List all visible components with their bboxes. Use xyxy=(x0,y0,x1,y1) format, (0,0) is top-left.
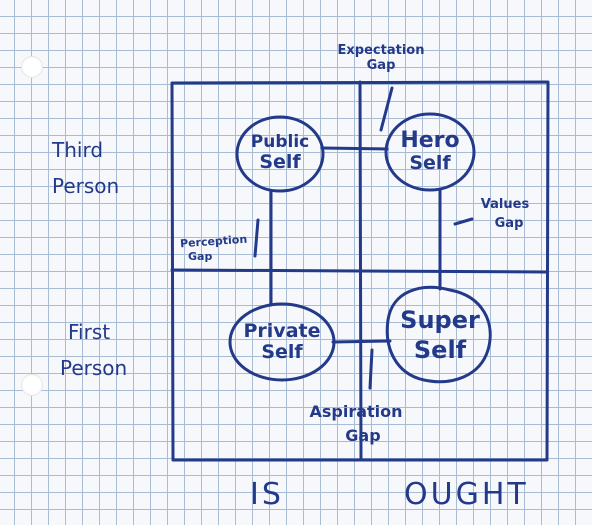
hero-self-node xyxy=(384,112,476,192)
expectation-gap-line-1: Expectation xyxy=(337,43,425,58)
hero-self-line-2: Self xyxy=(409,152,451,174)
super-self-node xyxy=(385,285,492,384)
public-self-line-1: Public xyxy=(250,132,310,152)
expectation-gap-mark xyxy=(379,86,394,132)
row-label-first: First xyxy=(68,320,111,344)
column-label-is: IS xyxy=(250,477,284,512)
values-gap-line-2: Gap xyxy=(494,216,524,231)
expectation-gap-label: Expectation Gap xyxy=(316,44,446,72)
values-gap-label: Values Gap xyxy=(470,198,540,230)
super-self-label: Super Self xyxy=(394,308,486,362)
perception-gap-mark xyxy=(253,218,260,258)
private-self-label: Private Self xyxy=(232,322,332,362)
connector-private-super xyxy=(331,339,392,344)
connector-public-hero xyxy=(320,146,389,151)
row-label-third-person: Third Person xyxy=(52,140,119,196)
binder-hole-bottom xyxy=(21,374,43,396)
aspiration-gap-mark xyxy=(368,348,374,390)
values-gap-mark xyxy=(453,217,474,226)
row-label-person-top: Person xyxy=(52,174,120,198)
super-self-line-2: Self xyxy=(413,336,467,364)
hero-self-line-1: Hero xyxy=(400,128,460,153)
public-self-line-2: Self xyxy=(259,151,301,173)
public-self-node xyxy=(235,115,325,193)
column-label-ought: OUGHT xyxy=(404,477,529,512)
private-self-line-1: Private xyxy=(243,320,321,342)
aspiration-gap-line-2: Gap xyxy=(345,426,381,445)
aspiration-gap-label: Aspiration Gap xyxy=(296,404,416,444)
row-label-person-bottom: Person xyxy=(60,356,128,380)
private-self-line-2: Self xyxy=(261,341,303,363)
super-self-line-1: Super xyxy=(400,306,480,334)
perception-gap-line-1: Perception xyxy=(179,232,248,251)
expectation-gap-line-2: Gap xyxy=(366,58,396,73)
row-label-third: Third xyxy=(52,138,104,162)
horizontal-divider xyxy=(170,268,549,274)
public-self-label: Public Self xyxy=(240,134,320,172)
perception-gap-line-2: Gap xyxy=(188,250,213,263)
perception-gap-label: Perception Gap xyxy=(179,232,248,263)
binder-hole-top xyxy=(21,56,43,78)
values-gap-line-1: Values xyxy=(480,197,530,212)
aspiration-gap-line-1: Aspiration xyxy=(309,402,403,421)
row-label-first-person: First Person xyxy=(60,320,127,378)
outer-frame xyxy=(170,80,550,462)
hero-self-label: Hero Self xyxy=(388,130,472,173)
